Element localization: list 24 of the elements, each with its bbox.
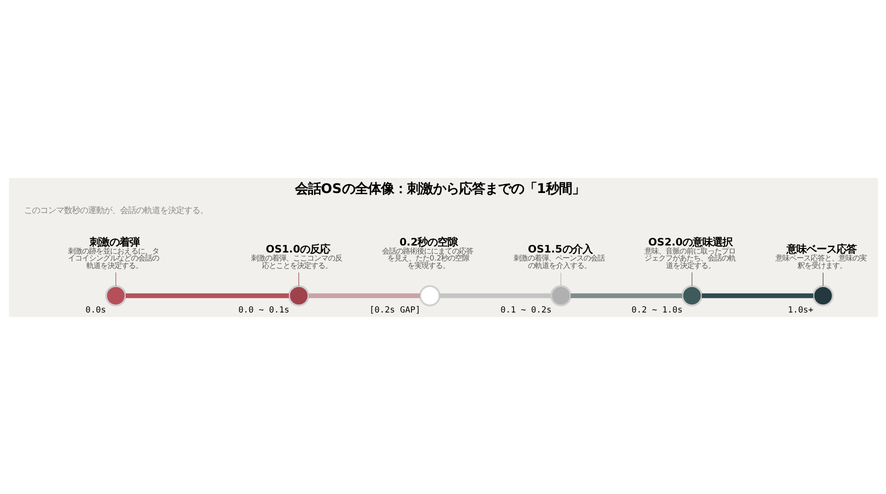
node-label: 1.0s+ <box>787 304 813 315</box>
node-circle <box>104 284 126 306</box>
connector <box>308 292 420 298</box>
connector <box>125 292 288 298</box>
node-label: 0.2 ~ 1.0s <box>631 304 682 315</box>
connector <box>701 292 813 298</box>
node-label: 0.0 ~ 0.1s <box>238 304 289 315</box>
connector <box>560 272 561 286</box>
node-circle <box>550 284 572 306</box>
node-label: 0.0s <box>85 304 106 315</box>
connector <box>822 272 823 286</box>
node-circle <box>418 284 440 306</box>
connector <box>691 272 692 286</box>
connector <box>115 272 116 286</box>
connector <box>298 272 299 286</box>
connector <box>439 292 551 298</box>
node-label: 0.1 ~ 0.2s <box>500 304 552 315</box>
node-circle <box>812 284 834 306</box>
node-circle <box>680 284 702 306</box>
node-circle <box>288 284 309 306</box>
label: このコンマ数秒の運動が、会話の軌道を決定する。 <box>23 206 208 216</box>
diagram-title: 会話OSの全体像：刺激から応答までの「1秒間」 <box>294 181 585 196</box>
connector <box>570 292 682 298</box>
node-label: [0.2s GAP] <box>368 304 420 315</box>
